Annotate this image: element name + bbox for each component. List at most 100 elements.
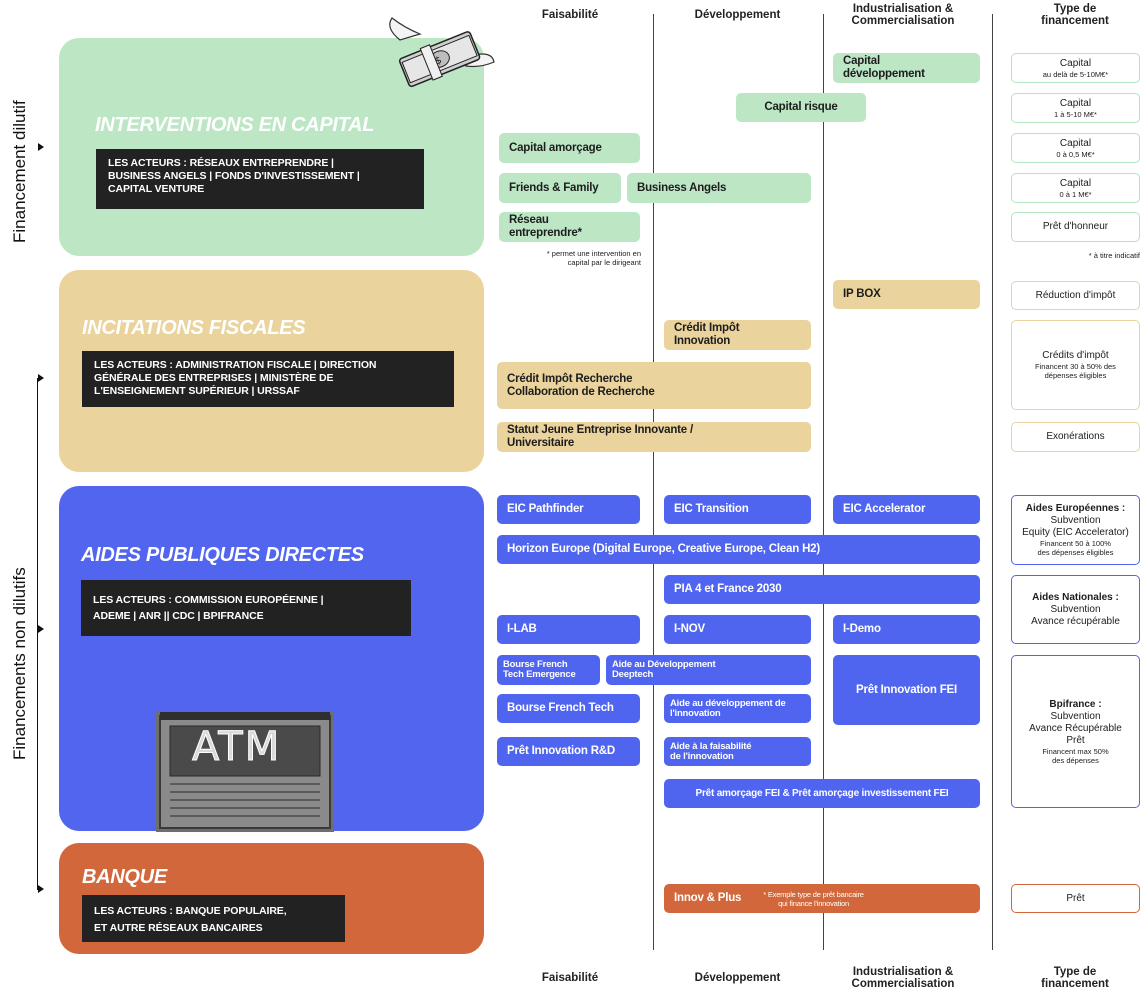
pill-line: Crédit Impôt — [674, 322, 740, 334]
actors-box-capital: LES ACTEURS : RÉSEAUX ENTREPRENDRE | BUS… — [96, 149, 424, 209]
actors-line: LES ACTEURS : BANQUE POPULAIRE, — [94, 905, 287, 917]
type-line: Prêt — [1066, 734, 1085, 746]
section-title-capital: INTERVENTIONS EN CAPITAL — [95, 114, 375, 136]
column-footer-industrialisation: Industrialisation & Commercialisation — [828, 966, 978, 990]
industrialisation-line2: Commercialisation — [851, 15, 955, 27]
type-line: Capital — [1059, 137, 1092, 149]
pill-line: Statut Jeune Entreprise Innovante / — [507, 424, 693, 436]
pill-line: entreprendre* — [509, 227, 582, 239]
pill-line: Capital — [843, 55, 880, 67]
section-title-bank: BANQUE — [82, 866, 167, 888]
arrow-capital — [38, 143, 44, 151]
pill-i-nov: I-NOV — [664, 615, 811, 644]
industrialisation-line1: Industrialisation & — [852, 966, 954, 978]
type-line: des dépenses — [1052, 755, 1099, 765]
type-aides-nationales: Aides Nationales : Subvention Avance réc… — [1011, 575, 1140, 644]
actors-box-fiscal: LES ACTEURS : ADMINISTRATION FISCALE | D… — [82, 351, 454, 407]
type-line: Subvention — [1050, 603, 1101, 615]
type-line: 0 à 1 M€* — [1059, 189, 1092, 199]
pill-eic-accelerator: EIC Accelerator — [833, 495, 980, 524]
arrow-bank — [38, 885, 44, 893]
pill-bourse-french-tech: Bourse French Tech — [497, 694, 640, 723]
type-capital-1-10m: Capital 1 à 5-10 M€* — [1011, 93, 1140, 123]
atm-sign-text: ATM — [191, 724, 282, 771]
pill-credit-impot-recherche: Crédit Impôt Recherche Collaboration de … — [497, 362, 811, 409]
type-pret: Prêt — [1011, 884, 1140, 913]
pill-aide-developpement-deeptech: Aide au Développement Deeptech — [606, 655, 811, 685]
flying-money-icon: $ — [380, 10, 500, 100]
column-header-feasibility: Faisabilité — [541, 9, 599, 21]
arrow-fiscal — [38, 374, 44, 382]
pill-aide-faisabilite-innovation: Aide à la faisabilité de l'innovation — [664, 737, 811, 766]
type-line: Aides Nationales : — [1032, 591, 1119, 603]
type-capital-0-05m: Capital 0 à 0,5 M€* — [1011, 133, 1140, 163]
pill-line: Tech Emergence — [503, 669, 576, 680]
pill-line: l'innovation — [670, 707, 721, 719]
type-line: Financent 30 à 50% des — [1035, 362, 1116, 371]
type-line: Avance Récupérable — [1029, 722, 1122, 734]
side-label-dilutive: Financement dilutif — [10, 100, 29, 243]
actors-line: GÉNÉRALE DES ENTREPRISES | MINISTÈRE DE — [94, 372, 334, 384]
column-header-financing: Type de financement — [1020, 3, 1130, 27]
type-line: Aides Européennes : — [1025, 503, 1126, 514]
pill-reseau-entreprendre: Réseau entreprendre* — [499, 212, 640, 242]
column-footer-development: Développement — [694, 972, 781, 984]
column-divider-3 — [992, 14, 993, 950]
non-dilutive-bracket-line — [37, 378, 38, 890]
pill-line: Aide au développement de — [670, 697, 786, 709]
note-line: * Exemple type de prêt bancaire — [763, 889, 864, 899]
pill-line: Innovation — [674, 335, 731, 347]
type-line: Bpifrance : — [1049, 698, 1102, 710]
pill-line: Aide au Développement — [612, 659, 716, 670]
actors-line: LES ACTEURS : RÉSEAUX ENTREPRENDRE | — [108, 157, 334, 169]
innov-plus-label: Innov & Plus — [674, 892, 742, 904]
column-divider-1 — [653, 14, 654, 950]
financing-line1: Type de — [1053, 3, 1097, 15]
pill-pret-innovation-fei: Prêt Innovation FEI — [833, 655, 980, 725]
type-exonerations: Exonérations — [1011, 422, 1140, 452]
pill-friends-family: Friends & Family — [499, 173, 621, 203]
actors-line: L'ENSEIGNEMENT SUPÉRIEUR | URSSAF — [94, 385, 300, 397]
note-line: capital par le dirigeant — [567, 258, 641, 267]
type-aides-europeennes: Aides Européennes : Subvention Equity (E… — [1011, 495, 1140, 565]
pill-ip-box: IP BOX — [833, 280, 980, 309]
financing-line2: financement — [1041, 15, 1109, 27]
type-line: Subvention — [1050, 710, 1101, 722]
actors-line: ADEME | ANR || CDC | BPIFRANCE — [93, 610, 264, 622]
pill-line: Universitaire — [507, 437, 575, 449]
actors-box-public: LES ACTEURS : COMMISSION EUROPÉENNE | AD… — [81, 580, 411, 636]
pill-horizon-europe: Horizon Europe (Digital Europe, Creative… — [497, 535, 980, 564]
section-title-fiscal: INCITATIONS FISCALES — [82, 317, 306, 339]
pill-line: Aide à la faisabilité — [670, 740, 752, 752]
side-label-non-dilutive: Financements non dilutifs — [10, 567, 29, 760]
pill-line: Crédit Impôt Recherche — [507, 372, 633, 385]
svg-text:$: $ — [433, 55, 443, 68]
type-line: au delà de 5-10M€* — [1042, 69, 1109, 79]
innov-plus-note: * Exemple type de prêt bancaire qui fina… — [763, 890, 864, 908]
pill-capital-amorcage: Capital amorçage — [499, 133, 640, 163]
pill-eic-pathfinder: EIC Pathfinder — [497, 495, 640, 524]
type-line: Capital — [1059, 177, 1092, 189]
pill-i-lab: I-LAB — [497, 615, 640, 644]
pill-pia4-france2030: PIA 4 et France 2030 — [664, 575, 980, 604]
pill-capital-developpement: Capital développement — [833, 53, 980, 83]
pill-business-angels: Business Angels — [627, 173, 811, 203]
pill-bourse-french-tech-emergence: Bourse French Tech Emergence — [497, 655, 600, 685]
note-line: * permet une intervention en — [546, 249, 641, 258]
financing-line1: Type de — [1053, 966, 1097, 978]
type-line: des dépenses éligibles — [1037, 548, 1114, 557]
actors-box-bank: LES ACTEURS : BANQUE POPULAIRE, ET AUTRE… — [82, 895, 345, 942]
pill-line: Bourse French — [503, 659, 568, 670]
pill-line: Réseau — [509, 214, 549, 226]
column-header-industrialisation: Industrialisation & Commercialisation — [828, 3, 978, 27]
type-line: 0 à 0,5 M€* — [1056, 149, 1095, 159]
section-title-public: AIDES PUBLIQUES DIRECTES — [81, 544, 364, 566]
pill-aide-developpement-innovation: Aide au développement de l'innovation — [664, 694, 811, 723]
column-footer-feasibility: Faisabilité — [541, 972, 599, 984]
type-line: 1 à 5-10 M€* — [1054, 109, 1097, 119]
type-reduction-impot: Réduction d'impôt — [1011, 281, 1140, 310]
type-line: Financent 50 à 100% — [1040, 539, 1111, 548]
column-header-development: Développement — [694, 9, 781, 21]
pill-credit-impot-innovation: Crédit Impôt Innovation — [664, 320, 811, 350]
pill-eic-transition: EIC Transition — [664, 495, 811, 524]
